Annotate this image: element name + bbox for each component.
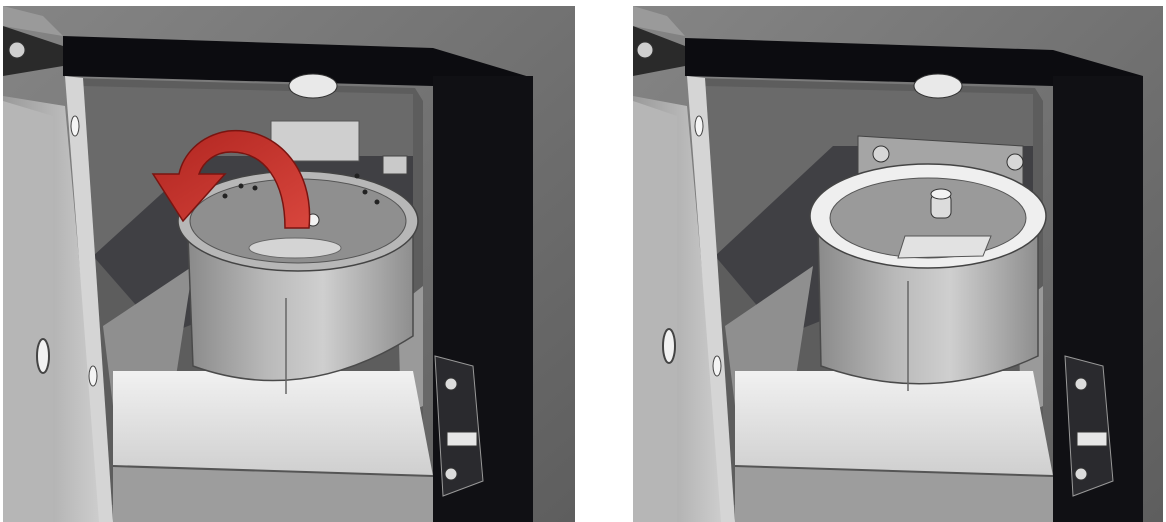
door-latch-bracket xyxy=(1064,355,1114,497)
illustration-panel-before xyxy=(3,6,575,522)
stove-interior-illustration-before xyxy=(3,6,575,522)
door-edge xyxy=(687,76,735,522)
pot-grate xyxy=(248,237,342,259)
stove-interior-illustration-after xyxy=(633,6,1163,522)
door-hole xyxy=(662,328,676,364)
ash-tray xyxy=(735,371,1053,476)
bolt xyxy=(1006,153,1024,171)
bolt xyxy=(872,145,890,163)
door-latch-bracket xyxy=(434,355,484,497)
door-edge xyxy=(65,76,113,522)
rotate-counterclockwise-arrow-icon xyxy=(151,129,311,229)
ash-tray xyxy=(113,371,433,476)
illustration-panel-after xyxy=(633,6,1163,522)
burner-pot xyxy=(809,163,1047,391)
pot-grate xyxy=(897,235,992,259)
door-hole xyxy=(36,338,50,374)
